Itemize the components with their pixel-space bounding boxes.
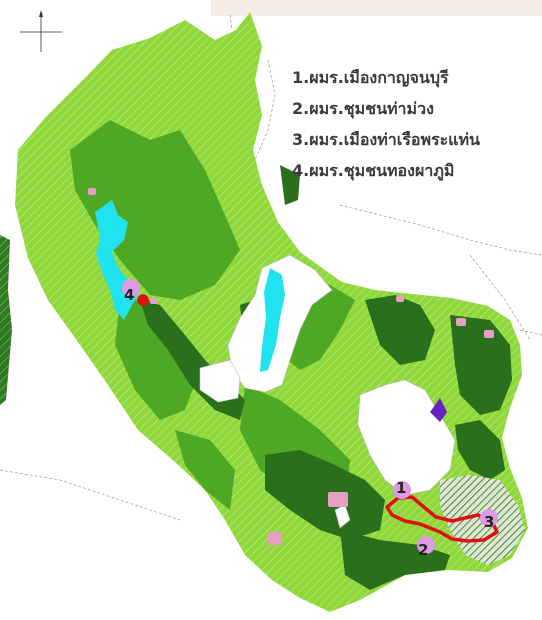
location-markers bbox=[122, 279, 498, 554]
purple-zone bbox=[430, 398, 447, 422]
pink-spots bbox=[88, 188, 494, 545]
map-legend: 1.ผมร.เมืองกาญจนบุรี 2.ผมร.ชุมชนท่าม่วง … bbox=[292, 62, 542, 186]
legend-item-4: 4.ผมร.ชุมชนทองผาภูมิ bbox=[292, 161, 455, 180]
legend-item-1: 1.ผมร.เมืองกาญจนบุรี bbox=[292, 68, 449, 87]
highlight-corridor bbox=[137, 294, 499, 543]
marker-3-label: 3 bbox=[484, 513, 495, 531]
marker-1-label: 1 bbox=[396, 479, 407, 497]
marker-4-label: 4 bbox=[124, 286, 135, 304]
legend-item-3: 3.ผมร.เมืองท่าเรือพระแท่น bbox=[292, 130, 480, 149]
compass-icon bbox=[20, 10, 62, 52]
province-borders bbox=[0, 14, 542, 521]
legend-item-2: 2.ผมร.ชุมชนท่าม่วง bbox=[292, 99, 434, 118]
marker-2-label: 2 bbox=[418, 541, 429, 559]
neighbor-region bbox=[0, 235, 12, 405]
urban-areas bbox=[199, 254, 456, 529]
title-banner bbox=[211, 0, 542, 16]
